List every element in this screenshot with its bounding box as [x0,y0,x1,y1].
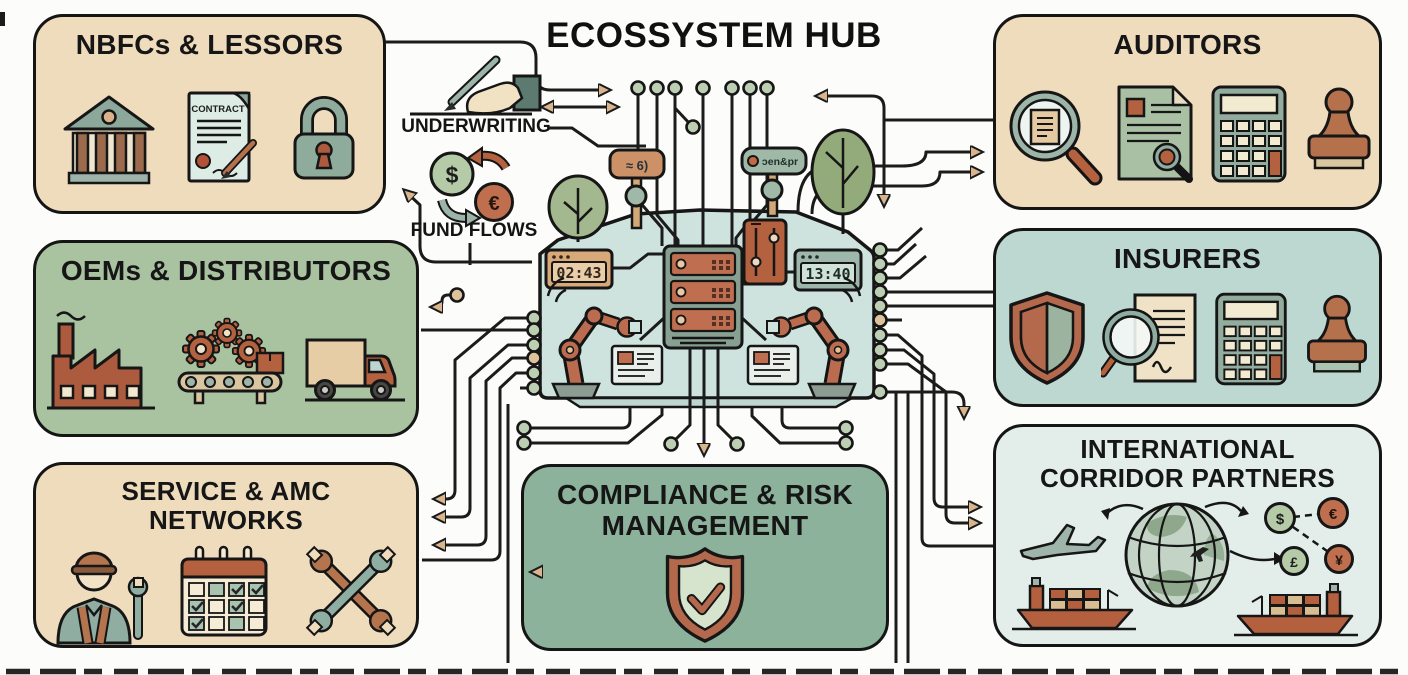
dollar-symbol: $ [1275,511,1284,528]
fund-dollar-symbol: $ [446,162,459,188]
box-auditors: AUDITORS [993,14,1382,210]
box-service-amc: SERVICE & AMC NETWORKS [33,462,419,648]
gears-conveyor-icon [177,317,285,405]
server-rack-icon [662,244,744,350]
shield-icon [1008,291,1085,385]
clock-left-value: 02:43 [556,264,601,282]
underwriting-label: UNDERWRITING [401,116,551,137]
fund-flows-label: FUND FLOWS [410,220,538,241]
box-insurers: INSURERS [993,228,1382,407]
magnifier-document-icon [1009,90,1102,186]
audit-report-icon [1117,85,1193,183]
fund-euro-symbol: € [488,193,499,215]
sign-right-glyphs: ɔen&pr [762,156,798,168]
bank-icon [63,95,154,184]
cargo-ship-icon [1232,582,1359,637]
shield-check-icon [665,547,745,643]
auditors-icon-row [996,60,1379,207]
clock-left: 02:43 [544,248,614,290]
padlock-icon [293,95,354,180]
clock-right-value: 13:40 [805,265,850,283]
fund-flows-icon: $ € [429,146,514,228]
technician-icon [56,551,149,645]
stamp-icon [1307,87,1370,169]
tree-icon [547,174,609,242]
globe-plane-glyph [1189,547,1209,563]
clock-right: 13:40 [793,248,863,292]
box-service-title: SERVICE & AMC NETWORKS [121,476,331,536]
box-insurers-title: INSURERS [1113,243,1262,274]
calculator-icon [1214,292,1287,386]
box-compliance-risk: COMPLIANCE & RISK MANAGEMENT [521,464,889,651]
robot-arm-left [546,276,642,400]
globe-icon [1124,502,1229,608]
factory-icon [47,311,155,410]
contract-label: CONTRACT [191,104,244,115]
contract-icon: CONTRACT [187,91,257,183]
box-corridor-title: INTERNATIONAL CORRIDOR PARTNERS [1040,434,1335,494]
oem-icon-row [36,286,416,434]
robot-arm-right [766,276,862,400]
crossed-wrenches-icon [305,545,397,637]
box-oem-title: OEMs & DISTRIBUTORS [60,255,392,286]
currency-exchange-icon: $ € £ ¥ [1263,497,1354,577]
underwriting-pen-icon [410,55,542,116]
box-nbfc-title: NBFCs & LESSORS [75,29,344,60]
calculator-icon [1211,85,1286,183]
truck-icon [305,338,405,402]
box-auditors-title: AUDITORS [1113,29,1262,60]
nbfc-icon-row: CONTRACT [36,60,383,211]
tree-icon [810,128,876,234]
yen-symbol: ¥ [1335,552,1343,568]
page-title: ECOSSYSTEM HUB [546,16,882,55]
maintenance-calendar-icon [180,545,268,637]
airplane-icon [1019,523,1106,561]
cargo-ship-icon [1010,576,1137,631]
document-card [746,344,800,386]
signpost-right: ɔen&pr [740,146,808,218]
service-icon-row [36,535,416,647]
euro-symbol: € [1328,506,1337,523]
edge-artifact [0,12,5,26]
document-card [610,344,664,386]
stamp-icon [1306,294,1367,373]
compliance-icon-row [524,542,886,648]
slider-panel-icon [742,218,788,286]
pound-symbol: £ [1290,554,1298,570]
box-oems-distributors: OEMs & DISTRIBUTORS [33,240,419,437]
sign-left-glyphs: ≈ 6) [626,158,648,173]
corridor-illustration: $ € £ ¥ [1010,497,1359,637]
box-international-corridor: INTERNATIONAL CORRIDOR PARTNERS [993,424,1382,647]
signpost-left: ≈ 6) [608,148,666,230]
box-nbfc-lessors: NBFCs & LESSORS CONTRACT [33,14,386,214]
insurers-icon-row [996,274,1379,404]
box-compliance-title: COMPLIANCE & RISK MANAGEMENT [557,479,853,542]
hub-plate [538,208,876,409]
policy-magnifier-icon [1100,293,1196,383]
